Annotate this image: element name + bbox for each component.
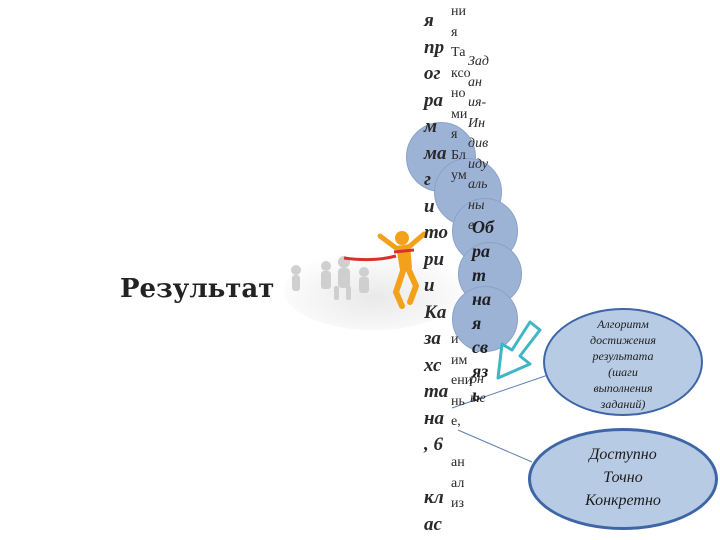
overflow-text-program: я пр ог ра м ма г и то ри и Ка за хс та …: [424, 10, 449, 535]
circle-5: [452, 286, 518, 352]
algorithm-line-3: результата: [592, 349, 654, 363]
criteria-accessible: Доступно: [589, 446, 657, 463]
finish-ribbon: [343, 254, 397, 262]
overflow-text-taxonomy: ни я Та ксо но ми я Бл ум и им ени нь е,…: [451, 4, 473, 511]
overflow-text-feedback: Об ра т на я св яз ь: [472, 217, 494, 405]
algorithm-line-2: достижения: [590, 333, 656, 347]
connector-line-algorithm: [451, 374, 549, 409]
algorithm-line-4: (шаги: [608, 365, 638, 379]
lead-runner: [377, 231, 427, 309]
algorithm-line-1: Алгоритм: [597, 317, 649, 331]
overflow-text-tasks: Зад ан ия- Ин див иду аль ны е: [468, 54, 490, 233]
connector-line-criteria: [457, 429, 533, 463]
algorithm-line-6: заданий): [600, 397, 646, 411]
criteria-ellipse: Доступно Точно Конкретно: [528, 428, 718, 530]
criteria-precise: Точно: [603, 469, 643, 486]
criteria-concrete: Конкретно: [585, 492, 661, 509]
result-label: Результат: [120, 274, 275, 304]
overflow-text-lower: рн ые: [470, 372, 486, 406]
runners-finish-line-image: [284, 228, 464, 332]
down-right-arrow-icon: [496, 320, 542, 380]
algorithm-ellipse: Алгоритм достижения результата (шаги вып…: [543, 308, 703, 416]
algorithm-line-5: выполнения: [593, 381, 653, 395]
